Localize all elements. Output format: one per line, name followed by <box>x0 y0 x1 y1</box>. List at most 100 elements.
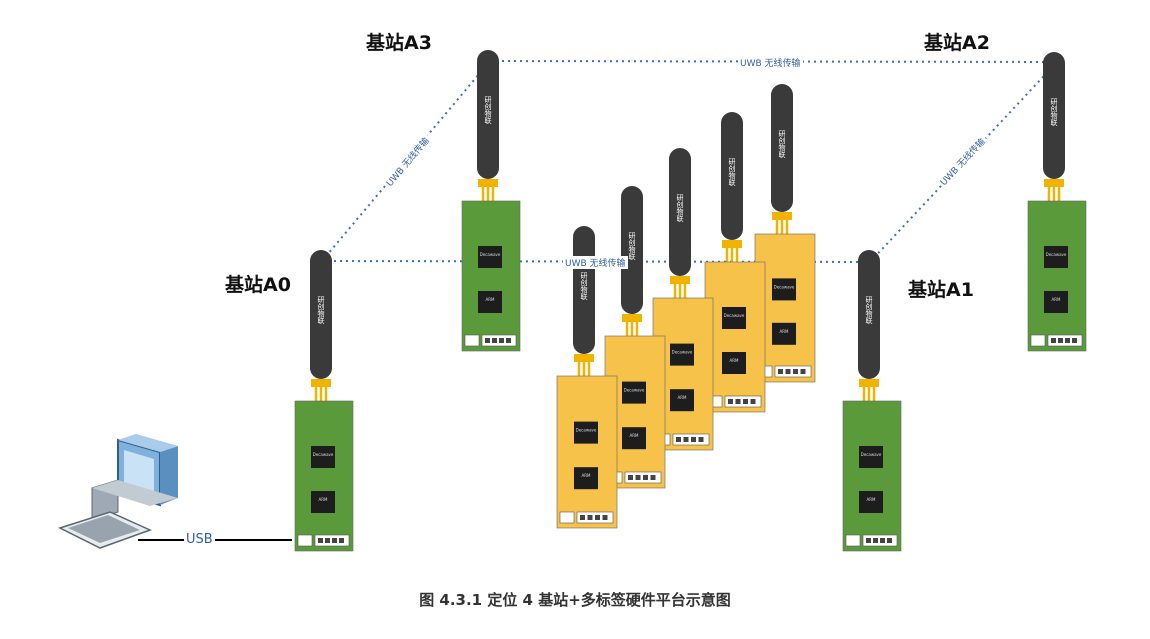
pin <box>635 475 641 480</box>
usb-port <box>845 534 861 547</box>
mcu-chip <box>1044 291 1068 313</box>
chip-label: ARM <box>630 433 640 438</box>
pin <box>880 538 885 543</box>
antenna <box>310 250 332 379</box>
pin <box>887 538 892 543</box>
board-body <box>842 400 902 552</box>
pin <box>492 338 497 343</box>
chip-label: ARM <box>780 329 790 334</box>
station-label-a0: 基站A0 <box>225 274 291 296</box>
board-body <box>461 200 521 352</box>
connector <box>574 354 594 362</box>
pin <box>691 437 696 442</box>
pin <box>698 437 704 442</box>
chip-label: Decawave <box>861 452 882 457</box>
chip-label: ARM <box>582 473 592 478</box>
antenna-label: 研创物联 <box>628 232 636 261</box>
connector <box>859 379 879 387</box>
pin <box>1065 338 1070 343</box>
pin <box>485 338 490 343</box>
link-label-middle: UWB 无线传输 <box>563 256 628 269</box>
station-label-a3: 基站A3 <box>366 32 432 54</box>
board-body <box>704 261 766 413</box>
board-body <box>294 400 354 552</box>
link-a0-a3 <box>321 60 491 262</box>
pin <box>683 437 689 442</box>
pin <box>1058 338 1063 343</box>
chip-label: Decawave <box>480 252 501 257</box>
antenna-label: 研创物联 <box>778 130 786 159</box>
link-a1-a2 <box>869 61 1058 263</box>
pin <box>318 538 323 543</box>
antenna-label: 研创物联 <box>1050 98 1058 127</box>
pin <box>735 399 741 404</box>
pin <box>785 369 791 374</box>
mcu-chip <box>859 491 883 513</box>
pin <box>580 515 585 520</box>
usb-port <box>559 511 575 524</box>
pin <box>506 338 511 343</box>
mcu-chip <box>478 291 502 313</box>
pin <box>676 437 681 442</box>
board-body <box>1027 200 1087 352</box>
uwb-chip <box>622 381 646 404</box>
chip-label: Decawave <box>774 284 795 289</box>
uwb-chip <box>1044 246 1068 268</box>
mcu-chip <box>722 352 746 374</box>
station-label-a1: 基站A1 <box>908 279 974 301</box>
antenna <box>721 112 743 240</box>
mcu-chip <box>670 389 694 412</box>
mcu-chip <box>622 427 646 450</box>
pin <box>332 538 337 543</box>
antenna-label: 研创物联 <box>728 158 736 187</box>
mcu-chip <box>772 322 796 345</box>
pin <box>587 515 593 520</box>
chip-label: Decawave <box>1046 252 1067 257</box>
uwb-chip <box>478 246 502 268</box>
hardware-boards: 研创物联DecawaveARM研创物联DecawaveARM研创物联Decawa… <box>294 50 1087 552</box>
antenna <box>1043 52 1065 179</box>
uwb-chip <box>574 421 598 444</box>
chip-label: Decawave <box>624 388 645 393</box>
connector <box>670 276 690 284</box>
connector <box>622 314 642 322</box>
chip-label: ARM <box>486 297 496 302</box>
antenna-label: 研创物联 <box>484 96 492 125</box>
connector <box>478 179 498 187</box>
pin <box>1051 338 1056 343</box>
uwb-chip <box>772 278 796 301</box>
pin <box>1072 338 1077 343</box>
chip-label: ARM <box>730 358 740 363</box>
usb-port <box>464 334 480 347</box>
uwb-chip <box>311 446 335 468</box>
pin <box>602 515 608 520</box>
pin <box>778 369 783 374</box>
usb-port <box>1030 334 1046 347</box>
pin <box>793 369 798 374</box>
connector <box>722 240 742 248</box>
chip-label: ARM <box>319 497 329 502</box>
antenna <box>858 250 880 379</box>
pin <box>873 538 878 543</box>
chip-label: Decawave <box>576 428 597 433</box>
pin <box>499 338 504 343</box>
pin <box>728 399 733 404</box>
antenna <box>477 50 499 179</box>
antenna <box>771 84 793 212</box>
connector <box>1044 179 1064 187</box>
figure-caption: 图 4.3.1 定位 4 基站+多标签硬件平台示意图 <box>419 591 731 609</box>
antenna-label: 研创物联 <box>317 296 325 325</box>
pin <box>628 475 633 480</box>
chip-label: ARM <box>1052 297 1062 302</box>
station-label-a2: 基站A2 <box>924 32 990 54</box>
uwb-chip <box>722 307 746 329</box>
chip-label: ARM <box>678 395 688 400</box>
link-label-top: UWB 无线传输 <box>738 56 803 69</box>
pin <box>650 475 656 480</box>
